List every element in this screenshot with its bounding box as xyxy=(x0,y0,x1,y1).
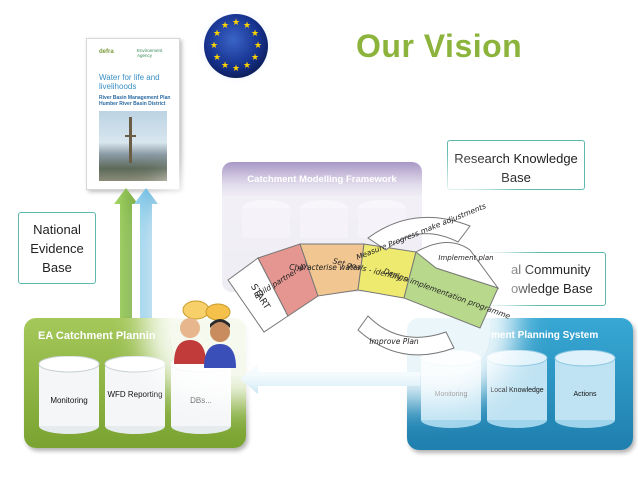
svg-text:★: ★ xyxy=(213,29,221,39)
environment-agency-logo: Environment Agency xyxy=(137,48,163,58)
svg-text:★: ★ xyxy=(232,64,240,74)
cycle-step-label: Implement plan xyxy=(438,254,493,262)
local-line-2: owledge Base xyxy=(511,281,593,296)
document-subtitle: River Basin Management Plan Humber River… xyxy=(99,95,171,107)
planning-cycle-diagram: START Build partner-ships Characterise w… xyxy=(227,201,512,356)
svg-text:★: ★ xyxy=(251,53,259,63)
national-line-3: Base xyxy=(42,260,72,275)
svg-text:★: ★ xyxy=(243,21,251,31)
ea-cylinder-label: Monitoring xyxy=(50,396,88,405)
cycle-step-label: Characterise watershed xyxy=(289,263,379,272)
ea-panel-label: EA Catchment Plannin xyxy=(38,330,156,342)
framework-label: Catchment Modelling Framework xyxy=(247,174,397,185)
ea-cylinder-label: WFD Reporting xyxy=(107,390,163,399)
svg-text:★: ★ xyxy=(251,29,259,39)
local-panel-label: ment Planning System xyxy=(491,330,599,341)
research-knowledge-box: Research Knowledge Base xyxy=(447,140,585,190)
svg-text:★: ★ xyxy=(221,61,229,71)
cycle-step-improve xyxy=(357,315,455,356)
cycle-step-label: Improve Plan xyxy=(369,337,419,346)
cycle-step-measure xyxy=(367,216,471,251)
ea-cylinder-wfd-reporting: WFD Reporting xyxy=(104,355,166,434)
local-cylinder-label: Monitoring xyxy=(434,391,468,398)
left-arrow xyxy=(240,364,420,394)
page-title: Our Vision xyxy=(356,28,523,64)
river-basin-plan-document: defra Environment Agency Water for life … xyxy=(86,38,180,190)
document-cover-photo xyxy=(99,111,167,181)
cycle-step-implement xyxy=(415,242,500,289)
ea-cylinder-monitoring: Monitoring xyxy=(38,355,100,434)
local-cylinder-label: Local Knowledge xyxy=(490,387,544,394)
document-title: Water for life and livelihoods xyxy=(99,73,160,91)
national-line-2: Evidence xyxy=(30,241,84,256)
local-community-box: al Community owledge Base xyxy=(478,252,606,306)
local-cylinder-label: Actions xyxy=(573,391,597,398)
national-evidence-box: National Evidence Base xyxy=(18,212,96,284)
svg-text:★: ★ xyxy=(254,41,262,51)
svg-text:★: ★ xyxy=(221,21,229,31)
local-cylinder-local-knowledge: Local Knowledge xyxy=(486,349,548,428)
svg-text:★: ★ xyxy=(210,41,218,51)
local-cylinder-actions: Actions xyxy=(554,349,616,428)
svg-text:★: ★ xyxy=(213,53,221,63)
national-line-1: National xyxy=(33,222,81,237)
people-icon xyxy=(174,300,236,368)
defra-logo: defra xyxy=(99,49,114,55)
up-arrows xyxy=(114,188,158,320)
local-line-1: al Community xyxy=(511,262,591,277)
svg-text:★: ★ xyxy=(232,18,240,28)
svg-text:★: ★ xyxy=(243,61,251,71)
ea-cylinder-label: DBs... xyxy=(190,396,212,405)
eu-flag-globe: ★★★ ★★★ ★★★ ★★★ xyxy=(196,6,276,86)
